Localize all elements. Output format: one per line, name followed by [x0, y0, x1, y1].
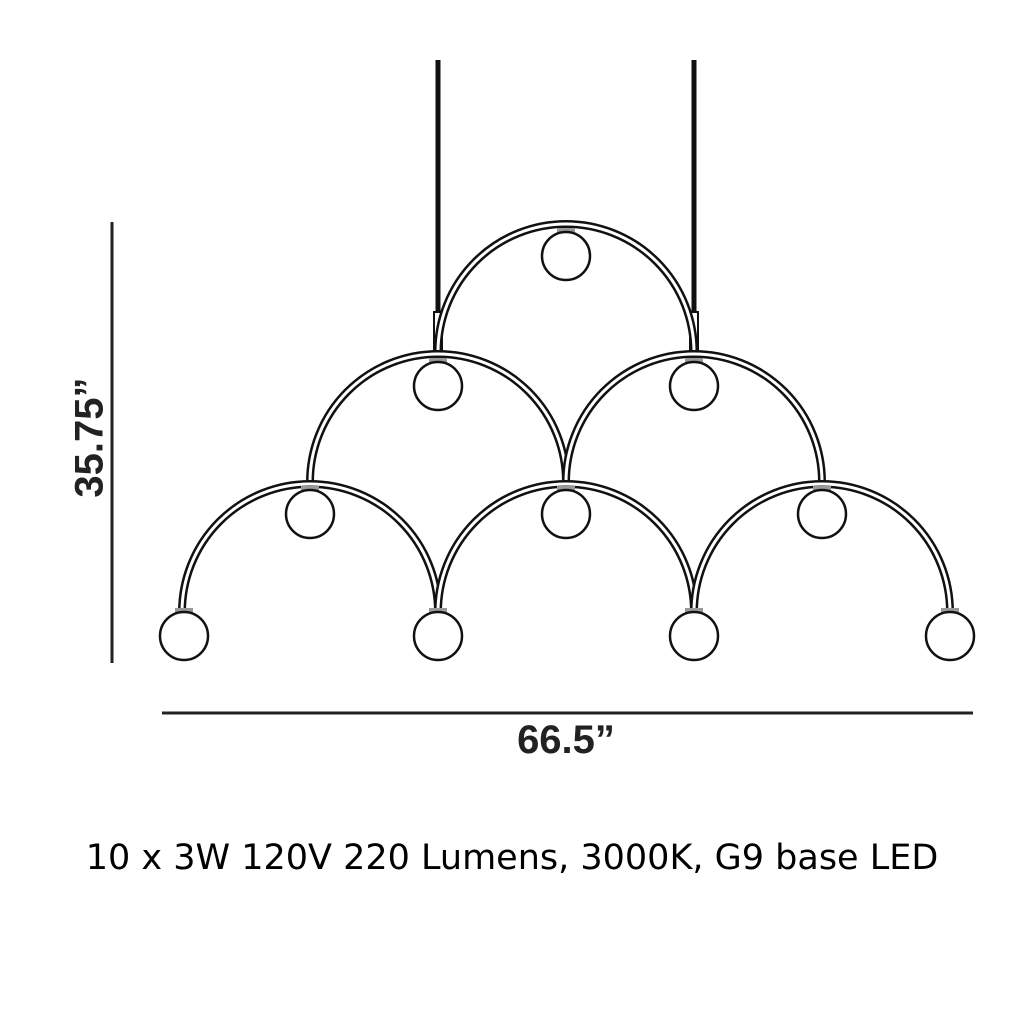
- globe-bulb: [668, 360, 720, 412]
- globe-bulb: [540, 230, 592, 282]
- globe-bulb: [412, 610, 464, 662]
- spec-caption: 10 x 3W 120V 220 Lumens, 3000K, G9 base …: [85, 838, 939, 878]
- width-label: 66.5”: [517, 718, 615, 762]
- globe-bulb: [158, 610, 210, 662]
- arch-inner: [436, 482, 696, 613]
- globe-bulb: [412, 360, 464, 412]
- globe-bulb: [668, 610, 720, 662]
- globe-bulb: [284, 488, 336, 540]
- arch-inner: [180, 482, 440, 613]
- globe-bulb: [796, 488, 848, 540]
- height-label: 35.75”: [67, 377, 112, 498]
- chandelier-drawing: [158, 60, 976, 662]
- arch-inner: [308, 352, 568, 483]
- globe-bulb: [924, 610, 976, 662]
- arch-inner: [564, 352, 824, 483]
- arch-inner: [692, 482, 952, 613]
- arch-inner: [436, 222, 696, 353]
- globe-bulb: [540, 488, 592, 540]
